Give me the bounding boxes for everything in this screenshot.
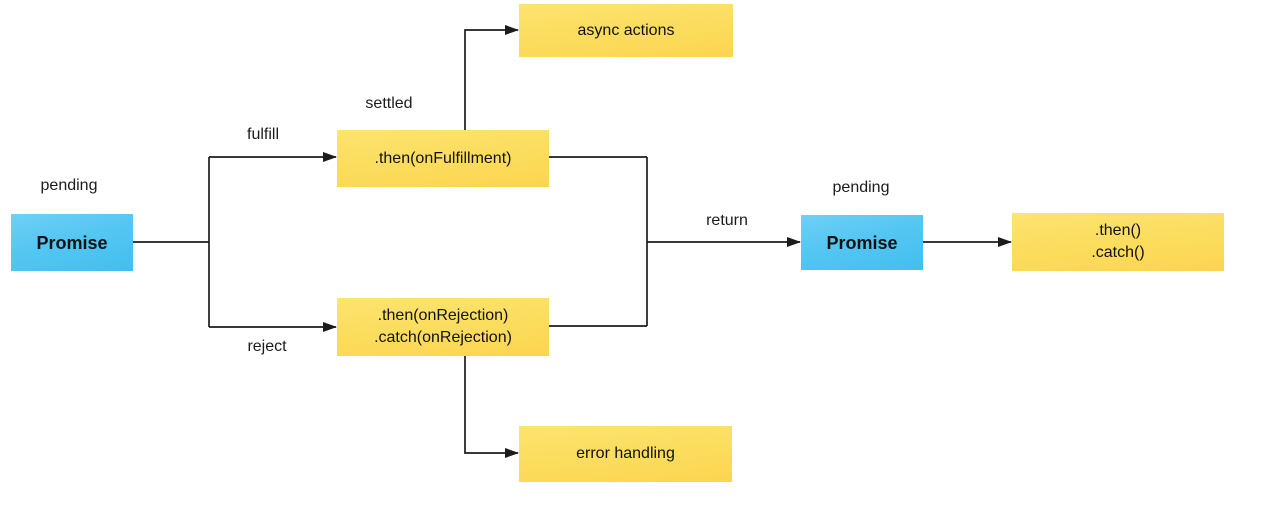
state-label-pending-returned: pending [832,179,890,196]
node-on-rejection-line1: .then(onRejection) [377,307,509,324]
node-then-catch-line2: .catch() [1091,244,1145,261]
edge-label-reject: reject [247,338,287,355]
state-label-pending-initial: pending [40,177,98,194]
state-label-settled: settled [365,95,413,112]
node-async-actions-label: async actions [577,21,675,39]
edge-label-fulfill: fulfill [246,126,280,143]
node-error-handling: error handling [519,426,732,482]
node-on-fulfillment-label: .then(onFulfillment) [374,149,512,167]
node-async-actions: async actions [519,4,733,57]
node-then-catch-line1: .then() [1094,222,1142,239]
node-promise-initial-label: Promise [36,232,108,253]
node-then-catch: .then() .catch() [1012,213,1224,271]
node-promise-returned-label: Promise [826,232,898,253]
node-promise-initial: Promise [11,214,133,271]
edge-label-return: return [706,212,748,229]
node-on-rejection: .then(onRejection) .catch(onRejection) [337,298,549,356]
node-on-fulfillment: .then(onFulfillment) [337,130,549,187]
edge-to-async-actions [464,25,519,130]
node-error-handling-label: error handling [576,445,675,462]
edge-to-error-handling [464,356,519,458]
node-on-rejection-line2: .catch(onRejection) [374,329,512,346]
node-promise-returned: Promise [801,215,923,270]
